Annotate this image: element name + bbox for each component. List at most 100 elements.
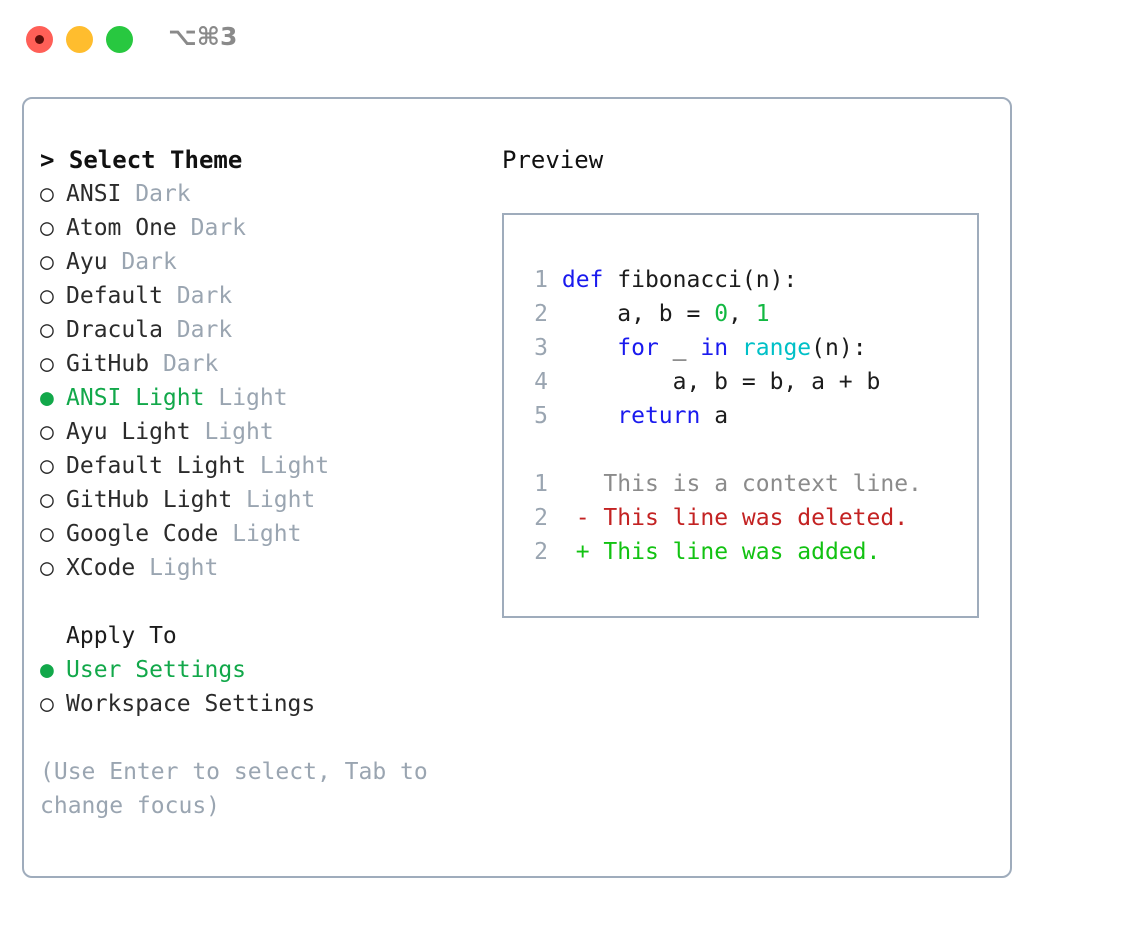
theme-option-github-light[interactable]: ○ GitHub Light Light: [40, 483, 480, 517]
theme-selector-column: > Select Theme ○ANSI Dark○Atom One Dark○…: [40, 143, 480, 823]
select-theme-header: > Select Theme: [40, 146, 243, 174]
title-bar: ⌥⌘3: [0, 0, 1140, 78]
theme-option-label: ANSI: [66, 181, 122, 207]
line-number: 2: [534, 301, 548, 327]
apply-to-option-label: User Settings: [66, 657, 247, 683]
line-number: 4: [534, 369, 548, 395]
theme-option-ansi-light[interactable]: ●ANSI Light Light: [40, 381, 480, 415]
radio-unselected-icon: ○: [40, 317, 54, 343]
gutter-spacer: [548, 301, 562, 327]
theme-option-label: XCode: [66, 555, 136, 581]
diff-line: 2 + This line was added.: [520, 535, 977, 569]
theme-option-label: Dracula: [66, 317, 163, 343]
radio-selected-icon: ●: [40, 657, 54, 683]
theme-option-ayu[interactable]: ○ Ayu Dark: [40, 245, 480, 279]
theme-option-ayu-light[interactable]: ○ Ayu Light Light: [40, 415, 480, 449]
line-number: 1: [534, 471, 548, 497]
diff-spacer: [520, 433, 977, 467]
theme-variant-badge: Dark: [176, 317, 233, 343]
theme-variant-badge: Light: [259, 453, 330, 479]
radio-unselected-icon: ○: [40, 521, 54, 547]
gutter-spacer: [548, 539, 576, 565]
theme-option-label: GitHub Light: [66, 487, 233, 513]
code-token: [728, 335, 742, 361]
code-line: 2 a, b = 0, 1: [520, 297, 977, 331]
theme-option-list: ○ANSI Dark○Atom One Dark○Ayu Dark○Defaul…: [40, 177, 480, 585]
maximize-window-button[interactable]: [106, 26, 133, 53]
radio-unselected-icon: ○: [40, 215, 54, 241]
code-line: 3 for _ in range(n):: [520, 331, 977, 365]
theme-option-atom-one[interactable]: ○Atom One Dark: [40, 211, 480, 245]
radio-unselected-icon: ○: [40, 181, 54, 207]
keyboard-hint-text: (Use Enter to select, Tab to change focu…: [40, 759, 442, 819]
theme-variant-badge: Light: [204, 419, 274, 445]
radio-selected-icon: ●: [40, 385, 54, 411]
apply-to-option-workspace-settings[interactable]: ○Workspace Settings: [40, 687, 480, 721]
radio-unselected-icon: ○: [40, 249, 54, 275]
diff-marker: +: [575, 539, 590, 565]
gutter-spacer: [548, 403, 562, 429]
line-number: 1: [534, 267, 548, 293]
theme-option-xcode[interactable]: ○XCode Light: [40, 551, 480, 585]
code-token: 0: [714, 301, 729, 327]
code-line: 4 a, b = b, a + b: [520, 365, 977, 399]
gutter-spacer: [548, 471, 576, 497]
line-number: 5: [534, 403, 548, 429]
label-spacer: [204, 385, 218, 411]
diff-text: This is a context line.: [603, 471, 922, 497]
code-token: 1: [755, 301, 770, 327]
line-number: 2: [534, 539, 548, 565]
label-spacer: [135, 555, 149, 581]
label-spacer: [177, 215, 191, 241]
code-token: return: [617, 403, 701, 429]
theme-variant-badge: Light: [246, 487, 316, 513]
radio-unselected-icon: ○: [40, 453, 54, 479]
gutter-spacer: [548, 505, 576, 531]
marker-spacer: [590, 539, 604, 565]
apply-to-option-user-settings[interactable]: ● User Settings: [40, 653, 480, 687]
apply-to-option-label: Workspace Settings: [66, 691, 316, 717]
close-window-button[interactable]: [26, 26, 53, 53]
marker-spacer: [590, 505, 604, 531]
theme-option-label: Ayu Light: [66, 419, 191, 445]
code-token: (n):: [811, 335, 867, 361]
theme-option-default-light[interactable]: ○ Default Light Light: [40, 449, 480, 483]
theme-option-label: Ayu: [66, 249, 108, 275]
theme-variant-badge: Dark: [176, 283, 233, 309]
radio-unselected-icon: ○: [40, 487, 54, 513]
theme-option-label: Default Light: [66, 453, 247, 479]
diff-line: 1 This is a context line.: [520, 467, 977, 501]
code-token: [562, 403, 617, 429]
code-token: fibonacci(n):: [617, 267, 798, 293]
code-token: a, b =: [561, 301, 715, 327]
diff-line: 2 - This line was deleted.: [520, 501, 977, 535]
code-token: range: [741, 335, 812, 361]
label-spacer: [108, 249, 122, 275]
theme-option-ansi[interactable]: ○ANSI Dark: [40, 177, 480, 211]
theme-variant-badge: Dark: [121, 249, 177, 275]
theme-option-label: Google Code: [66, 521, 219, 547]
theme-option-default[interactable]: ○Default Dark: [40, 279, 480, 313]
label-spacer: [149, 351, 163, 377]
theme-option-dracula[interactable]: ○ Dracula Dark: [40, 313, 480, 347]
keyboard-shortcut-label: ⌥⌘3: [168, 22, 238, 51]
label-spacer: [218, 521, 232, 547]
theme-option-github[interactable]: ○GitHub Dark: [40, 347, 480, 381]
preview-title: Preview: [502, 146, 604, 174]
code-token: _: [658, 335, 701, 361]
radio-unselected-icon: ○: [40, 351, 54, 377]
radio-unselected-icon: ○: [40, 419, 54, 445]
minimize-window-button[interactable]: [66, 26, 93, 53]
theme-variant-badge: Dark: [162, 351, 219, 377]
theme-variant-badge: Light: [149, 555, 219, 581]
code-token: [562, 335, 617, 361]
label-spacer: [121, 181, 135, 207]
theme-option-google-code[interactable]: ○Google Code Light: [40, 517, 480, 551]
marker-spacer: [590, 471, 604, 497]
code-token: ,: [728, 301, 756, 327]
label-spacer: [191, 419, 205, 445]
label-spacer: [246, 453, 260, 479]
code-token: a, b = b, a + b: [561, 369, 881, 395]
